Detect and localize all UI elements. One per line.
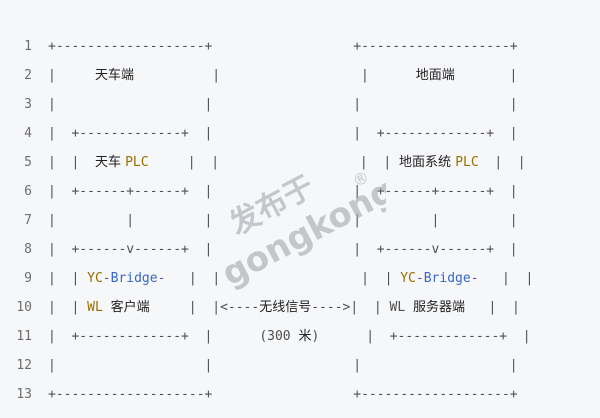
line-number: 1	[24, 39, 32, 54]
code-segment: PLC	[455, 155, 479, 170]
code-segment: |	[48, 68, 95, 83]
code-segment: -	[157, 271, 166, 286]
code-segment: YC	[87, 271, 103, 286]
line-content: | | YC-Bridge- | | | | YC-Bridge- | |	[48, 269, 533, 289]
code-segment: 天车	[94, 155, 126, 170]
code-segment: ---->| | WL	[311, 300, 413, 315]
code-segment: -	[102, 271, 111, 286]
line-number: 7	[24, 213, 32, 228]
code-segment: | +-------------+ | | +-------------+ |	[48, 126, 518, 141]
line-number: 2	[24, 68, 32, 83]
code-segment: | | | |	[165, 271, 401, 286]
code-segment: |	[454, 68, 518, 83]
line-content: | +------v------+ | | +------v------+ |	[48, 240, 518, 260]
code-segment: 米	[298, 329, 312, 344]
code-segment: Bridge	[110, 271, 158, 286]
code-segment: +-------------------+ +-----------------…	[48, 387, 518, 402]
line-number: 12	[16, 358, 32, 373]
code-segment: | +-------------+ | (300	[48, 329, 299, 344]
line-content: | | | | | |	[48, 211, 518, 231]
code-segment	[103, 300, 111, 315]
line-content: | +-------------+ | (300 米) | +---------…	[48, 327, 531, 347]
code-segment: | |<----	[149, 300, 260, 315]
code-segment: | +------+------+ | | +------+------+ |	[48, 184, 518, 199]
code-segment: | |	[465, 300, 520, 315]
code-segment: | |	[133, 68, 416, 83]
code-segment: 服务器端	[412, 300, 465, 315]
line-number: 4	[24, 126, 32, 141]
code-segment: | |	[48, 155, 95, 170]
code-segment: | | | | | |	[48, 213, 518, 228]
code-segment: YC	[400, 271, 416, 286]
code-segment: | +------v------+ | | +------v------+ |	[48, 242, 518, 257]
line-content: | +-------------+ | | +-------------+ |	[48, 124, 518, 144]
line-number: 11	[16, 329, 32, 344]
line-number: 6	[24, 184, 32, 199]
line-content: | +------+------+ | | +------+------+ |	[48, 182, 518, 202]
line-number: 10	[16, 300, 32, 315]
code-segment: | | | |	[48, 358, 518, 373]
code-segment: +-------------------+ +-----------------…	[48, 39, 518, 54]
code-segment: Bridge	[423, 271, 471, 286]
code-segment: | |	[48, 300, 88, 315]
code-segment: | | | |	[148, 155, 400, 170]
code-segment: 客户端	[110, 300, 150, 315]
code-segment: WL	[87, 300, 103, 315]
line-content: | | WL 客户端 | |<----无线信号---->| | WL 服务器端 …	[48, 298, 520, 318]
code-segment: 地面端	[415, 68, 455, 83]
code-segment: 地面系统	[399, 155, 456, 170]
code-segment: 天车端	[94, 68, 134, 83]
code-segment: 无线信号	[259, 300, 312, 315]
line-number: 3	[24, 97, 32, 112]
code-segment: ) | +-------------+ |	[311, 329, 531, 344]
line-number: 9	[24, 271, 32, 286]
line-number: 13	[16, 387, 32, 402]
line-content: +-------------------+ +-----------------…	[48, 385, 518, 405]
code-segment: -	[415, 271, 424, 286]
code-segment: | |	[48, 271, 88, 286]
code-segment: PLC	[125, 155, 149, 170]
line-content: | | 天车 PLC | | | | 地面系统 PLC | |	[48, 153, 526, 173]
line-content: | | | |	[48, 356, 518, 376]
line-number: 5	[24, 155, 32, 170]
line-number: 8	[24, 242, 32, 257]
code-segment: | |	[478, 155, 526, 170]
code-segment: | |	[478, 271, 534, 286]
code-segment: | | | |	[48, 97, 518, 112]
line-content: | | | |	[48, 95, 518, 115]
line-content: +-------------------+ +-----------------…	[48, 37, 518, 57]
code-segment: -	[470, 271, 479, 286]
line-content: | 天车端 | | 地面端 |	[48, 66, 517, 86]
